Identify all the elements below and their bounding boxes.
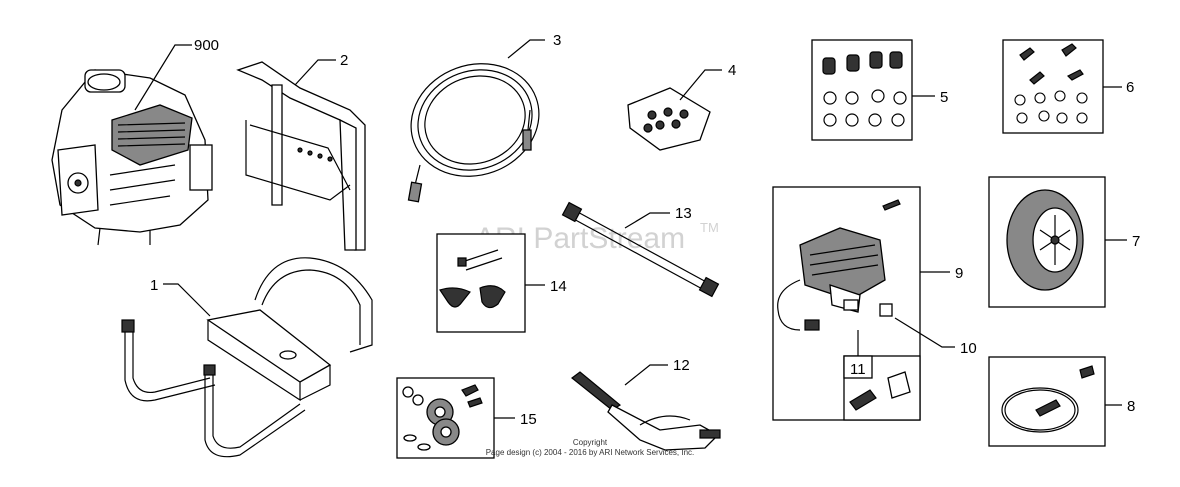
part-13-wand[interactable] — [561, 201, 720, 298]
part-5-mounts-kit[interactable] — [811, 39, 913, 141]
callout-15[interactable]: 15 — [520, 411, 537, 428]
part-11-inset-box[interactable] — [843, 355, 921, 421]
callout-7[interactable]: 7 — [1132, 233, 1140, 250]
watermark-tm: TM — [700, 220, 719, 235]
part-4-hardware-bag[interactable] — [627, 87, 711, 151]
callout-12[interactable]: 12 — [673, 357, 690, 374]
part-12-spray-gun[interactable] — [571, 371, 721, 451]
part-7-wheel[interactable] — [988, 176, 1106, 308]
callout-900[interactable]: 900 — [194, 37, 219, 54]
part-900-engine[interactable] — [51, 69, 213, 246]
callout-4[interactable]: 4 — [728, 62, 736, 79]
callout-10[interactable]: 10 — [960, 340, 977, 357]
part-15-wheel-hardware[interactable] — [396, 377, 495, 459]
callout-14[interactable]: 14 — [550, 278, 567, 295]
callout-1[interactable]: 1 — [150, 277, 158, 294]
part-6-bolts-kit[interactable] — [1002, 39, 1104, 134]
callout-3[interactable]: 3 — [553, 32, 561, 49]
part-8-belt-kit[interactable] — [988, 356, 1106, 447]
copyright-line-2: Page design (c) 2004 - 2016 by ARI Netwo… — [486, 448, 695, 457]
callout-5[interactable]: 5 — [940, 89, 948, 106]
part-2-handle[interactable] — [236, 61, 366, 251]
part-1-frame[interactable] — [121, 257, 373, 458]
callout-8[interactable]: 8 — [1127, 398, 1135, 415]
callout-9[interactable]: 9 — [955, 265, 963, 282]
callout-6[interactable]: 6 — [1126, 79, 1134, 96]
callout-11[interactable]: 11 — [850, 361, 866, 378]
callout-2[interactable]: 2 — [340, 52, 348, 69]
callout-13[interactable]: 13 — [675, 205, 692, 222]
leader-lines — [134, 39, 1127, 419]
copyright-line-1: Copyright — [573, 438, 608, 447]
callout-labels: 900 2 3 4 5 6 7 8 9 10 11 12 13 14 15 1 — [150, 32, 1140, 428]
part-3-hose[interactable] — [395, 46, 555, 203]
part-14-knob-kit[interactable] — [436, 233, 526, 333]
